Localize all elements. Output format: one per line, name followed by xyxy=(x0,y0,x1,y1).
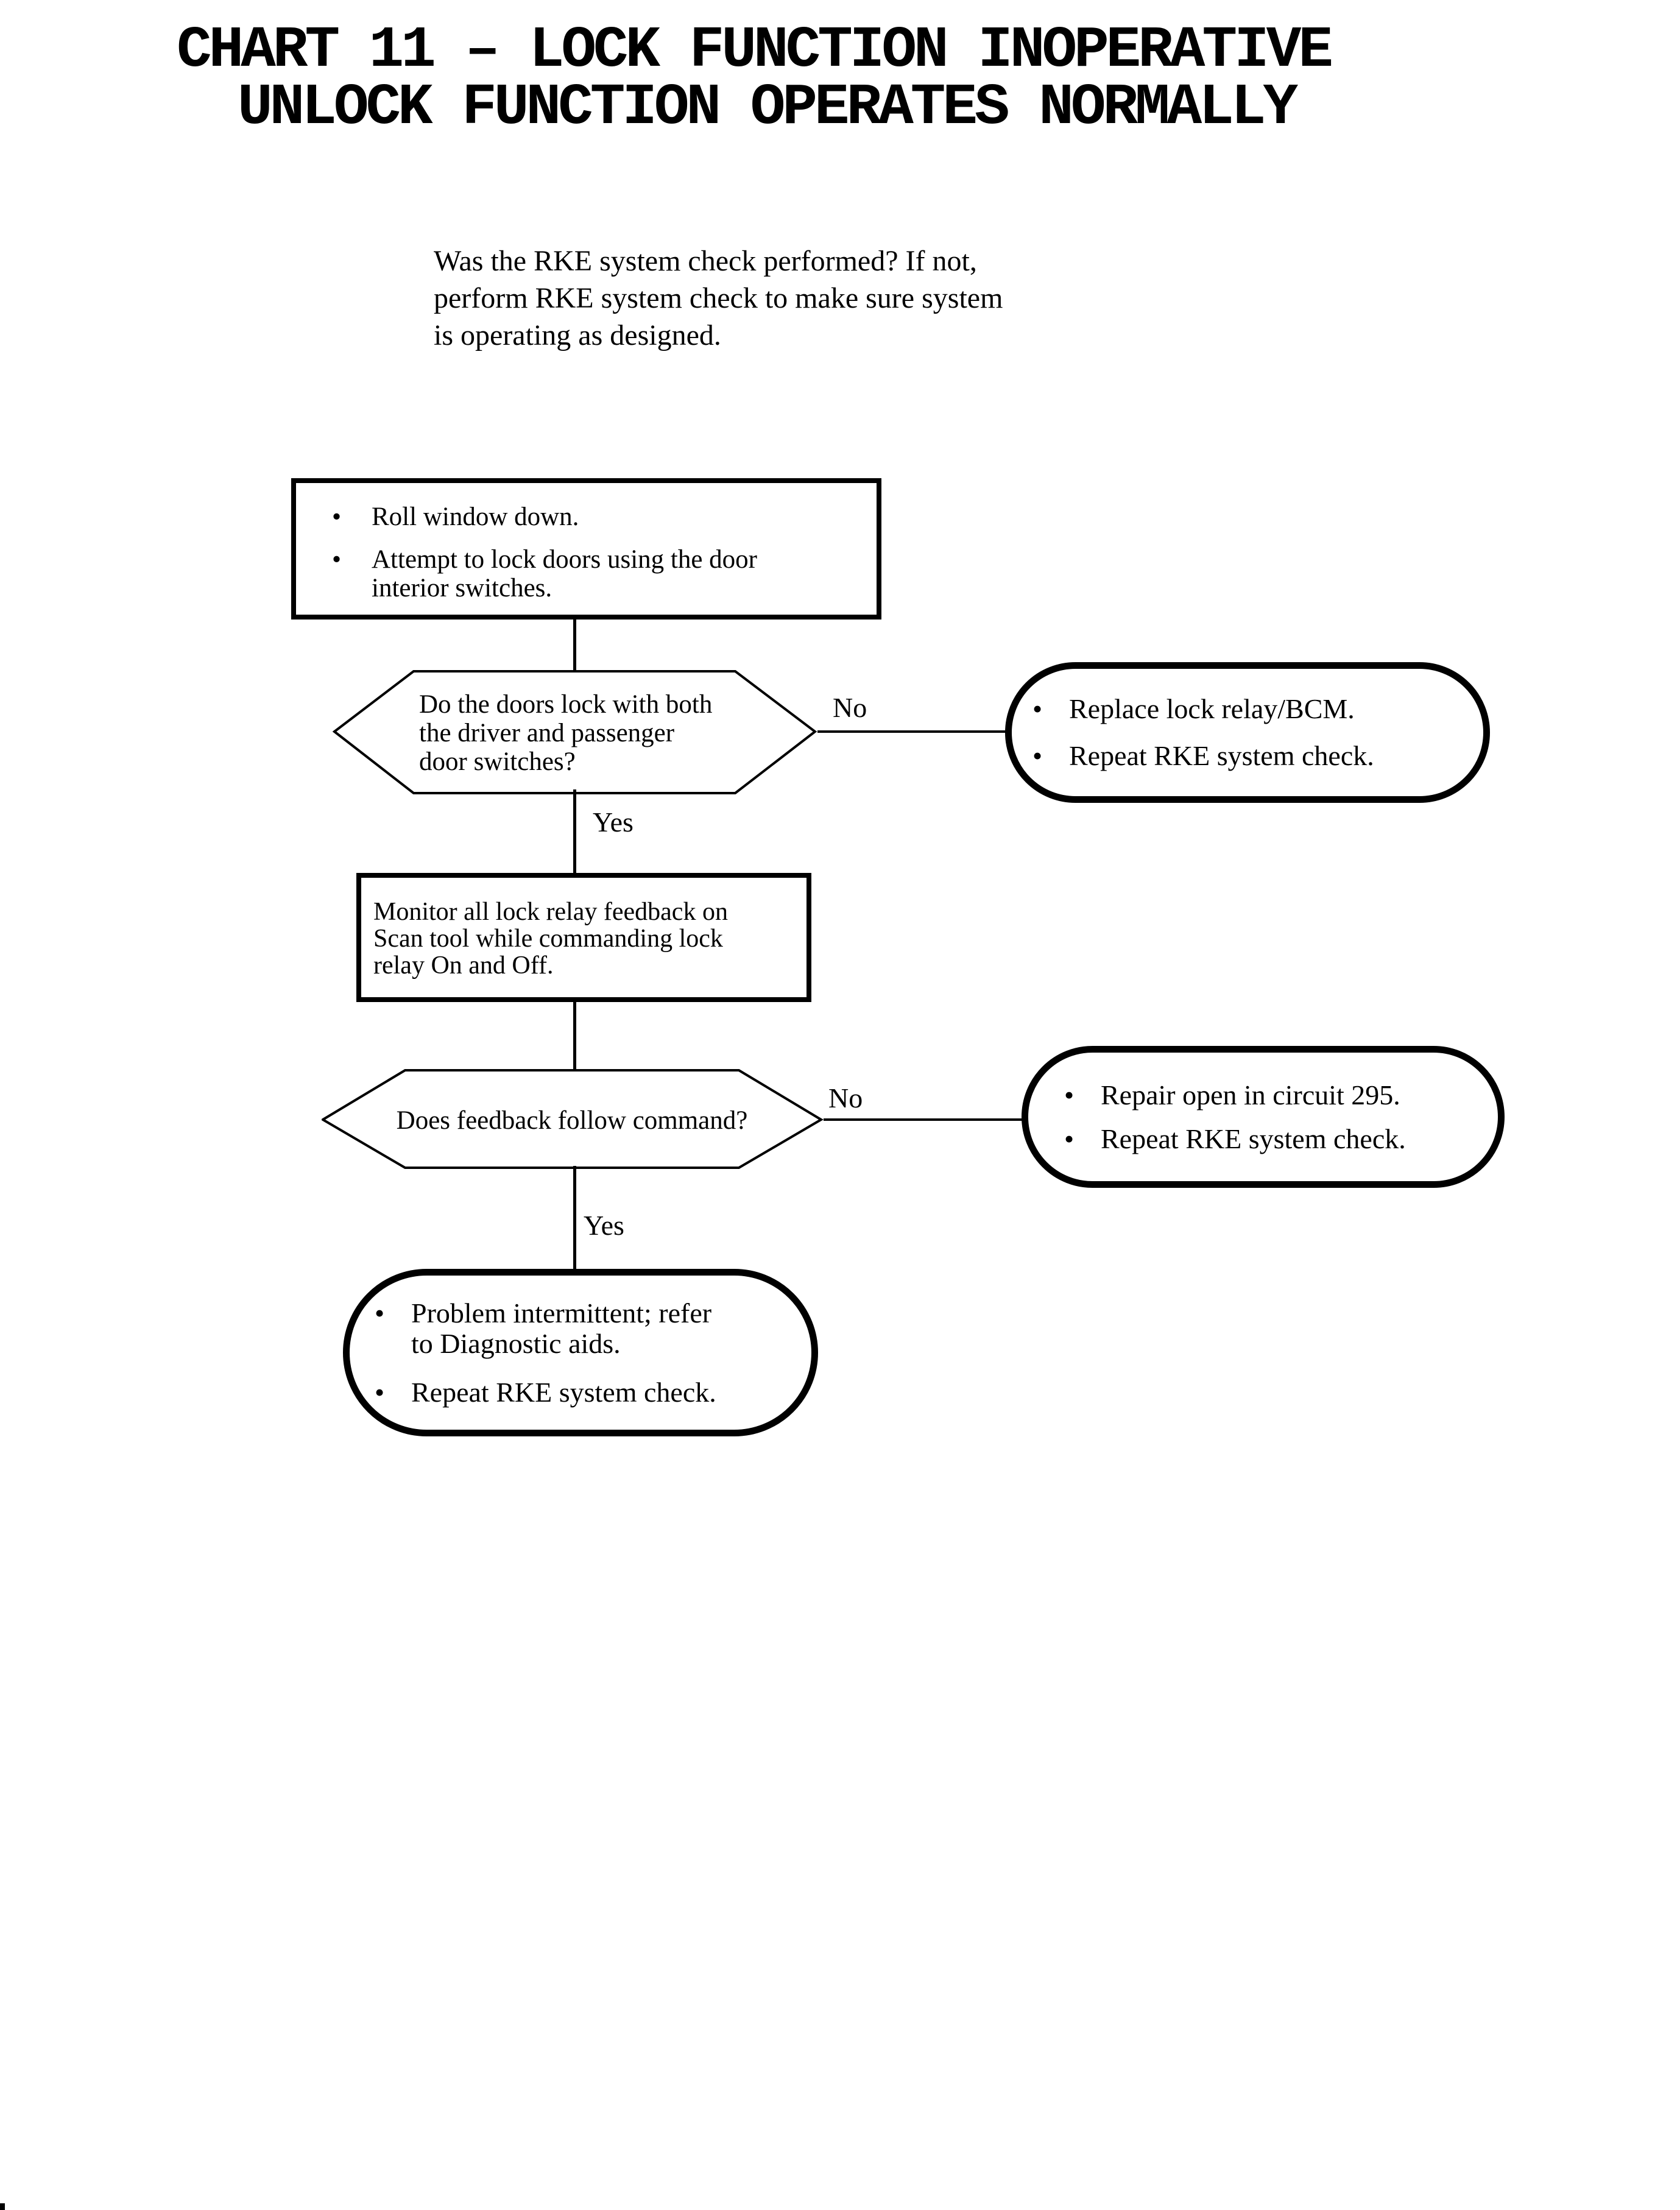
decision2-yes-label: Yes xyxy=(584,1210,624,1241)
step1-bullet-2: Attempt to lock doors using the door int… xyxy=(372,545,757,602)
list-item: • Repeat RKE system check. xyxy=(375,1377,811,1408)
outcome1-bullet-2: Repeat RKE system check. xyxy=(1069,740,1374,771)
decision2-hexagon-shape xyxy=(322,1069,824,1169)
intro-note: Was the RKE system check performed? If n… xyxy=(434,245,1003,351)
chart-title: CHART 11 – LOCK FUNCTION INOPERATIVE UNL… xyxy=(177,21,1333,141)
scan-artifact xyxy=(0,2203,5,2210)
decision1-hexagon-shape xyxy=(333,670,817,794)
bullet-icon: • xyxy=(332,545,342,574)
decision1-question: Do the doors lock with both the driver a… xyxy=(419,690,713,776)
list-item: • Attempt to lock doors using the door i… xyxy=(332,545,867,602)
outcome3-bullet-1: Problem intermittent; refer to Diagnosti… xyxy=(411,1297,712,1359)
bullet-icon: • xyxy=(1064,1079,1075,1110)
outcome2-bullet-2: Repeat RKE system check. xyxy=(1101,1123,1406,1154)
outcome-box-intermittent: • Problem intermittent; refer to Diagnos… xyxy=(343,1269,818,1436)
process-box-initial-checks: • Roll window down. • Attempt to lock do… xyxy=(291,478,881,620)
bullet-icon: • xyxy=(1032,740,1043,771)
outcome-box-replace-relay: • Replace lock relay/BCM. • Repeat RKE s… xyxy=(1005,662,1490,803)
list-item: • Problem intermittent; refer to Diagnos… xyxy=(375,1297,811,1359)
connector-step1-decision1 xyxy=(573,617,576,673)
decision1-no-label: No xyxy=(833,692,867,723)
outcome2-bullet-1: Repair open in circuit 295. xyxy=(1101,1079,1400,1110)
process-box-monitor-feedback: Monitor all lock relay feedback on Scan … xyxy=(356,873,811,1002)
list-item: • Repeat RKE system check. xyxy=(1064,1123,1498,1154)
list-item: • Replace lock relay/BCM. xyxy=(1032,694,1483,724)
bullet-icon: • xyxy=(1032,693,1043,724)
step1-bullet-1: Roll window down. xyxy=(372,503,579,531)
connector-decision1-outcome1 xyxy=(817,730,1009,733)
outcome1-bullet-1: Replace lock relay/BCM. xyxy=(1069,693,1355,724)
bullet-icon: • xyxy=(375,1376,385,1408)
decision2-question: Does feedback follow command? xyxy=(396,1106,748,1135)
bullet-icon: • xyxy=(1064,1123,1075,1154)
list-item: • Roll window down. xyxy=(332,503,867,531)
connector-step2-decision2 xyxy=(573,1000,576,1073)
connector-decision1-step2 xyxy=(573,789,576,875)
chart-title-line1: CHART 11 – LOCK FUNCTION INOPERATIVE xyxy=(177,17,1333,83)
list-item: • Repeat RKE system check. xyxy=(1032,741,1483,771)
decision2-no-label: No xyxy=(828,1082,863,1114)
connector-decision2-outcome3 xyxy=(573,1166,576,1271)
outcome-box-repair-circuit: • Repair open in circuit 295. • Repeat R… xyxy=(1022,1046,1505,1188)
bullet-icon: • xyxy=(375,1297,385,1329)
connector-decision2-outcome2 xyxy=(824,1118,1026,1121)
bullet-icon: • xyxy=(332,503,342,531)
outcome3-bullet-2: Repeat RKE system check. xyxy=(411,1376,716,1408)
list-item: • Repair open in circuit 295. xyxy=(1064,1079,1498,1110)
decision1-yes-label: Yes xyxy=(593,807,634,838)
chart-title-line2: UNLOCK FUNCTION OPERATES NORMALLY xyxy=(238,74,1298,141)
